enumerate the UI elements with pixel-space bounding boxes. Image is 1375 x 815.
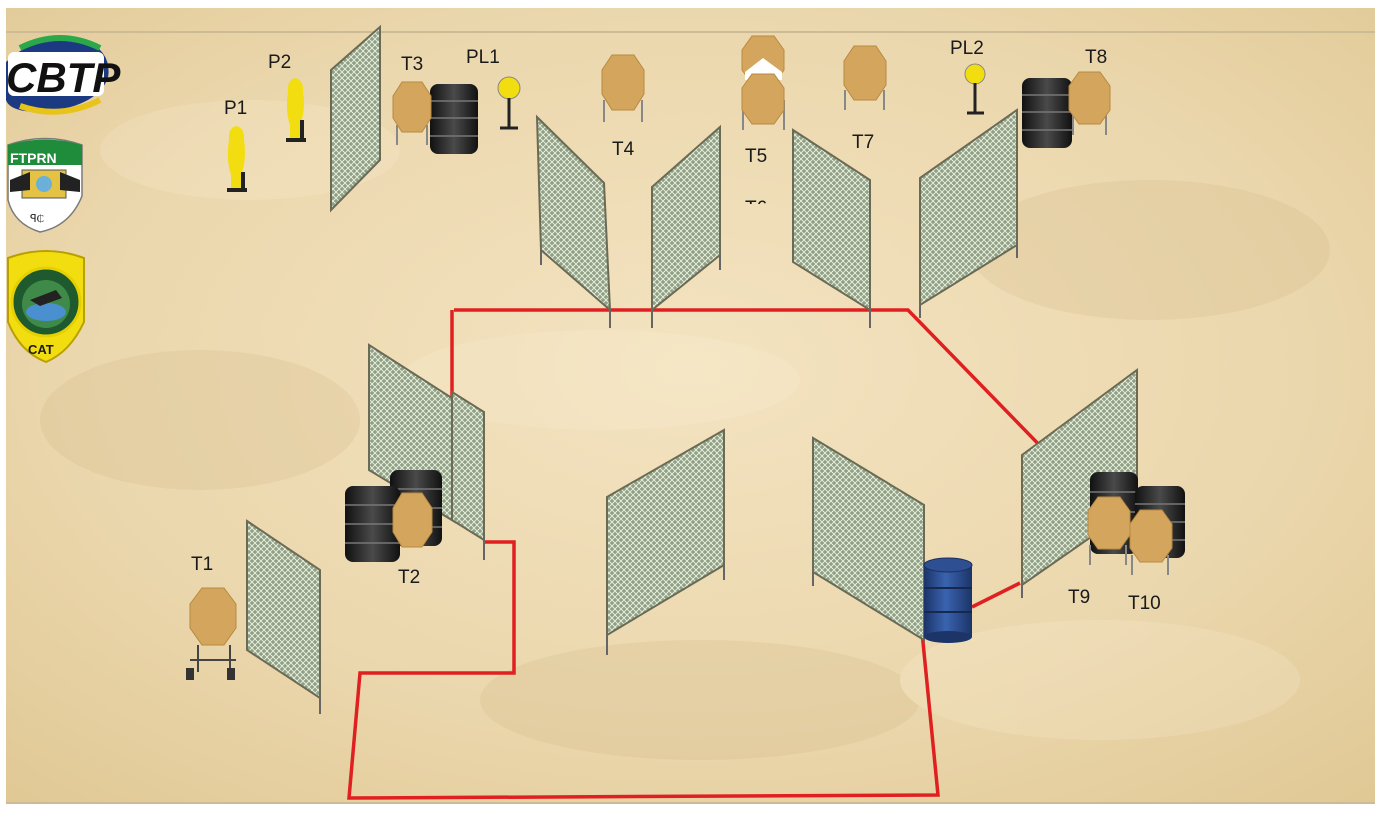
wall-panel-top-4 xyxy=(919,108,1018,318)
target-t4 xyxy=(601,54,645,122)
label-t5: T5 xyxy=(745,146,767,167)
sand-texture xyxy=(40,100,1330,760)
svg-text:ꟼ₵: ꟼ₵ xyxy=(30,213,44,225)
popper-p2 xyxy=(286,78,306,142)
label-pl2: PL2 xyxy=(950,38,984,59)
barrel xyxy=(923,557,973,643)
label-p1: P1 xyxy=(224,98,247,119)
label-t3: T3 xyxy=(401,54,423,75)
wall-panel-top-2 xyxy=(651,124,721,328)
plate-pl2 xyxy=(964,63,986,115)
label-t6: T6 xyxy=(745,198,767,219)
label-t10: T10 xyxy=(1128,593,1161,614)
tire-stack-t8 xyxy=(1022,78,1072,148)
target-t7 xyxy=(843,45,887,110)
target-t10 xyxy=(1129,509,1173,575)
logo-cat-text: CAT xyxy=(28,342,54,357)
popper-p1 xyxy=(227,126,247,192)
logo-ftprn: FTPRN ꟼ₵ xyxy=(7,137,83,233)
wall-panel-t1 xyxy=(246,519,321,714)
logo-cat: CAT xyxy=(7,250,85,364)
plate-pl1 xyxy=(497,76,521,130)
label-t2: T2 xyxy=(398,567,420,588)
wall-panel-top-1 xyxy=(535,114,612,328)
label-t6-clip: T6 xyxy=(745,198,767,219)
wall-panel-center xyxy=(606,428,725,655)
logo-cbtp-text: CBTP xyxy=(6,54,121,101)
target-t2 xyxy=(392,492,433,548)
wall-panel-center-right xyxy=(812,436,925,642)
label-p2: P2 xyxy=(268,52,291,73)
target-t5-t6 xyxy=(741,35,785,130)
label-t1: T1 xyxy=(191,554,213,575)
target-t1 xyxy=(186,587,237,680)
tire-stack-t3 xyxy=(430,84,478,154)
label-t7: T7 xyxy=(852,132,874,153)
target-t3 xyxy=(392,81,432,145)
wall-panel-top-left xyxy=(330,24,381,213)
target-t8 xyxy=(1068,71,1111,135)
wall-panel-top-3 xyxy=(792,128,871,328)
label-pl1: PL1 xyxy=(466,47,500,68)
label-t8: T8 xyxy=(1085,47,1107,68)
logo-cbtp: CBTP xyxy=(6,35,121,115)
target-t9 xyxy=(1087,496,1131,565)
logo-ftprn-text: FTPRN xyxy=(10,150,57,166)
tire-stack-t2-front xyxy=(345,486,400,562)
label-t9: T9 xyxy=(1068,587,1090,608)
label-t4: T4 xyxy=(612,139,635,160)
wall-panel-t2-right xyxy=(451,390,485,560)
